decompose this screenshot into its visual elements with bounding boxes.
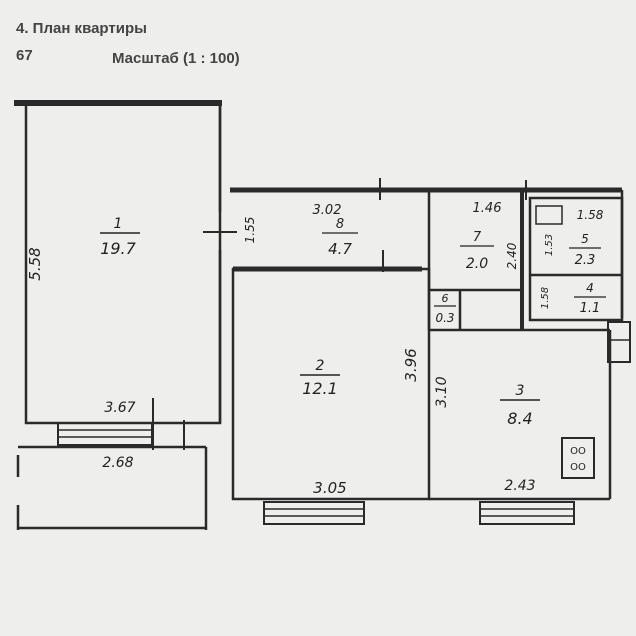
room-1-number: 1 xyxy=(114,216,123,232)
room-4-area: 1.1 xyxy=(580,301,601,316)
dim-room1-height: 5.58 xyxy=(26,247,44,280)
dim-balcony-width: 2.68 xyxy=(102,455,133,471)
room-1-area: 19.7 xyxy=(100,239,136,258)
dim-room4-height: 1.58 xyxy=(540,287,551,309)
scale-label: Масштаб (1 : 100) xyxy=(112,50,240,67)
room-6-area: 0.3 xyxy=(435,311,454,325)
room-7-area: 2.0 xyxy=(466,256,488,272)
stove-bottom-label: ОО xyxy=(570,462,586,473)
dim-room3-height: 3.10 xyxy=(434,376,450,407)
room-3-area: 8.4 xyxy=(507,409,532,428)
room-labels: 1 19.7 2 12.1 3 8.4 4 1.1 5 2.3 6 0.3 7 … xyxy=(100,216,606,428)
dim-room5-height: 1.53 xyxy=(544,234,555,256)
stove-icon: ОО ОО xyxy=(570,446,586,473)
dim-room5-width: 1.58 xyxy=(577,208,604,222)
stove-top-label: ОО xyxy=(570,446,586,457)
dim-hall-width: 3.02 xyxy=(313,203,342,218)
room-6-number: 6 xyxy=(442,292,449,305)
room-3-number: 3 xyxy=(516,383,525,399)
dim-room7-height: 2.40 xyxy=(505,242,519,269)
room-8-area: 4.7 xyxy=(328,240,352,258)
plan-title: 4. План квартиры xyxy=(16,20,147,37)
dim-hall-height: 1.55 xyxy=(243,217,257,244)
dim-room3-width: 2.43 xyxy=(504,478,535,494)
room-5-area: 2.3 xyxy=(575,253,596,268)
room-8-number: 8 xyxy=(336,217,344,232)
dimension-labels: 5.58 3.67 2.68 3.02 1.55 1.46 2.40 1.58 … xyxy=(26,201,604,497)
dim-room1-width: 3.67 xyxy=(104,400,135,416)
room-2-number: 2 xyxy=(316,358,325,374)
apartment-number: 67 xyxy=(16,47,33,64)
walls xyxy=(14,100,631,530)
dim-room2-height: 3.96 xyxy=(402,348,420,381)
dim-room2-width: 3.05 xyxy=(313,479,346,497)
room-2-area: 12.1 xyxy=(302,379,338,398)
room-4-number: 4 xyxy=(586,281,594,295)
dim-room7-width: 1.46 xyxy=(473,201,502,216)
room-7-number: 7 xyxy=(473,230,482,245)
room-5-number: 5 xyxy=(581,232,589,246)
